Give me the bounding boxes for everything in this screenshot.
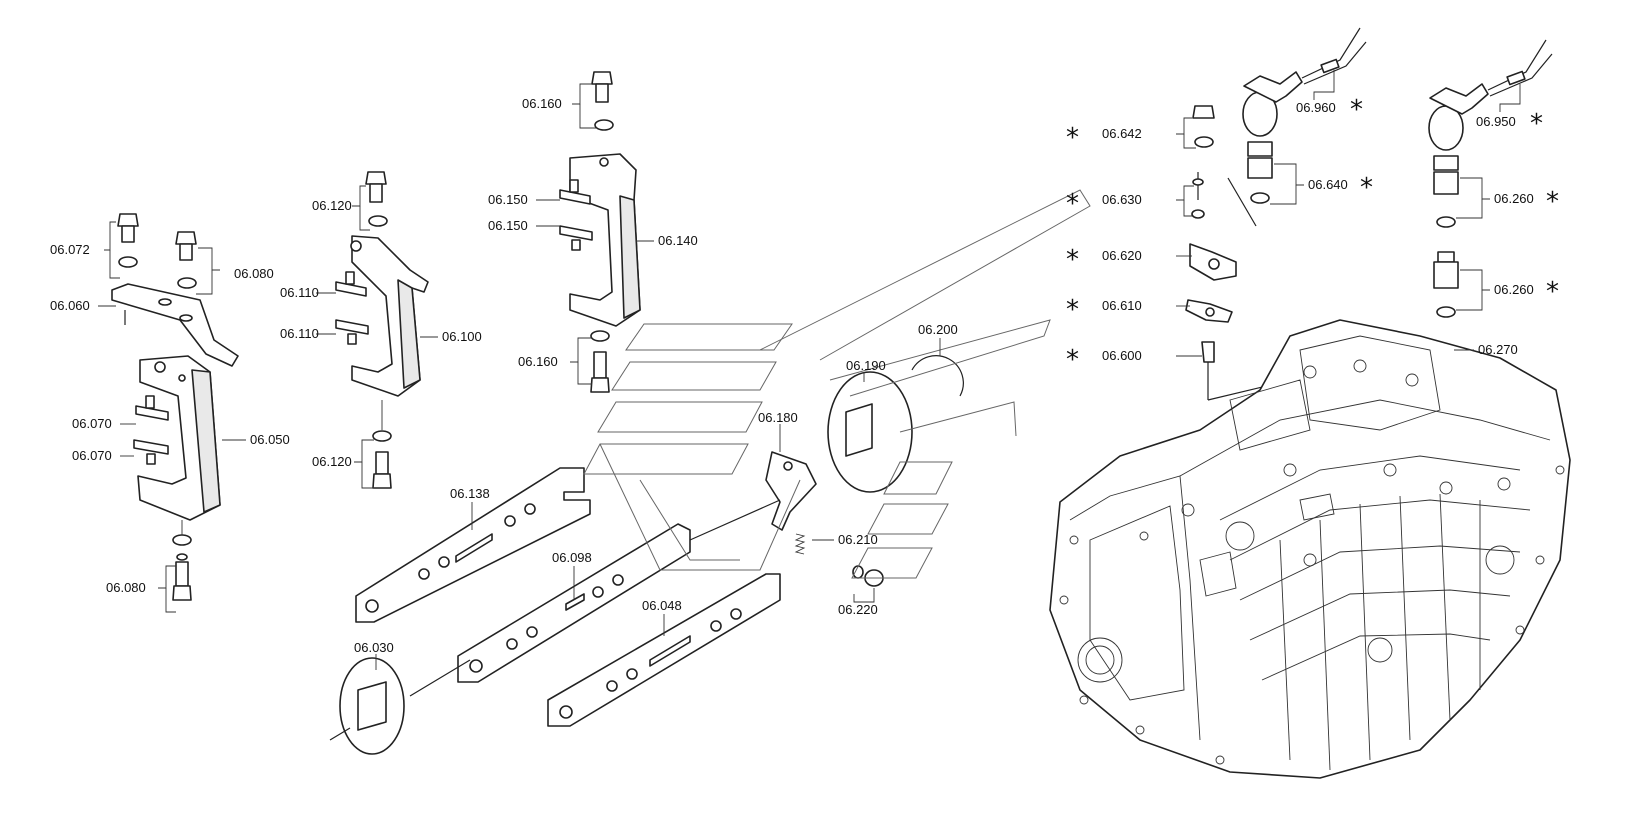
asterisk-06-600: * [1066,345,1079,375]
gearbox-housing [1049,319,1571,779]
label-06-600: 06.600 [1102,348,1142,363]
asterisk-06-260b: * [1546,277,1559,307]
fork-06-140-group [559,71,641,393]
label-06-630: 06.630 [1102,192,1142,207]
label-06-160b: 06.160 [518,354,558,369]
label-06-120b: 06.120 [312,454,352,469]
label-06-060: 06.060 [50,298,90,313]
fork-06-100-group [335,171,429,489]
label-06-642: 06.642 [1102,126,1142,141]
label-06-960: 06.960 [1296,100,1336,115]
label-06-100: 06.100 [442,329,482,344]
label-06-050: 06.050 [250,432,290,447]
label-06-220: 06.220 [838,602,878,617]
label-06-072: 06.072 [50,242,90,257]
asterisk-06-620: * [1066,245,1079,275]
asterisk-06-950: * [1530,109,1543,139]
label-06-048: 06.048 [642,598,682,613]
sensor-group [1185,27,1553,470]
asterisk-markers: * * * * * * * * * * [1066,95,1559,375]
label-06-270: 06.270 [1478,342,1518,357]
asterisk-06-630: * [1066,189,1079,219]
label-06-260b: 06.260 [1494,282,1534,297]
shift-rails [329,467,781,755]
ghost-outline [583,189,1091,579]
asterisk-06-640: * [1360,173,1373,203]
label-06-080a: 06.080 [234,266,274,281]
callout-labels: 06.160 06.150 06.150 06.140 06.160 06.12… [50,96,1534,655]
leader-lines [98,70,1521,670]
asterisk-06-642: * [1066,123,1079,153]
label-06-110b: 06.110 [280,326,319,341]
label-06-950: 06.950 [1476,114,1516,129]
asterisk-06-960: * [1350,95,1363,125]
label-06-150b: 06.150 [488,218,528,233]
label-06-080b: 06.080 [106,580,146,595]
label-06-200: 06.200 [918,322,958,337]
label-06-160a: 06.160 [522,96,562,111]
label-06-030: 06.030 [354,640,394,655]
fork-06-050-group [111,213,239,601]
label-06-210: 06.210 [838,532,878,547]
label-06-180: 06.180 [758,410,798,425]
label-06-070b: 06.070 [72,448,112,463]
label-06-150a: 06.150 [488,192,528,207]
label-06-140: 06.140 [658,233,698,248]
label-06-640: 06.640 [1308,177,1348,192]
label-06-120a: 06.120 [312,198,352,213]
label-06-620: 06.620 [1102,248,1142,263]
asterisk-06-610: * [1066,295,1079,325]
label-06-138: 06.138 [450,486,490,501]
label-06-098: 06.098 [552,550,592,565]
label-06-110a: 06.110 [280,285,319,300]
label-06-260a: 06.260 [1494,191,1534,206]
label-06-070a: 06.070 [72,416,112,431]
asterisk-06-260a: * [1546,187,1559,217]
label-06-610: 06.610 [1102,298,1142,313]
label-06-190: 06.190 [846,358,886,373]
